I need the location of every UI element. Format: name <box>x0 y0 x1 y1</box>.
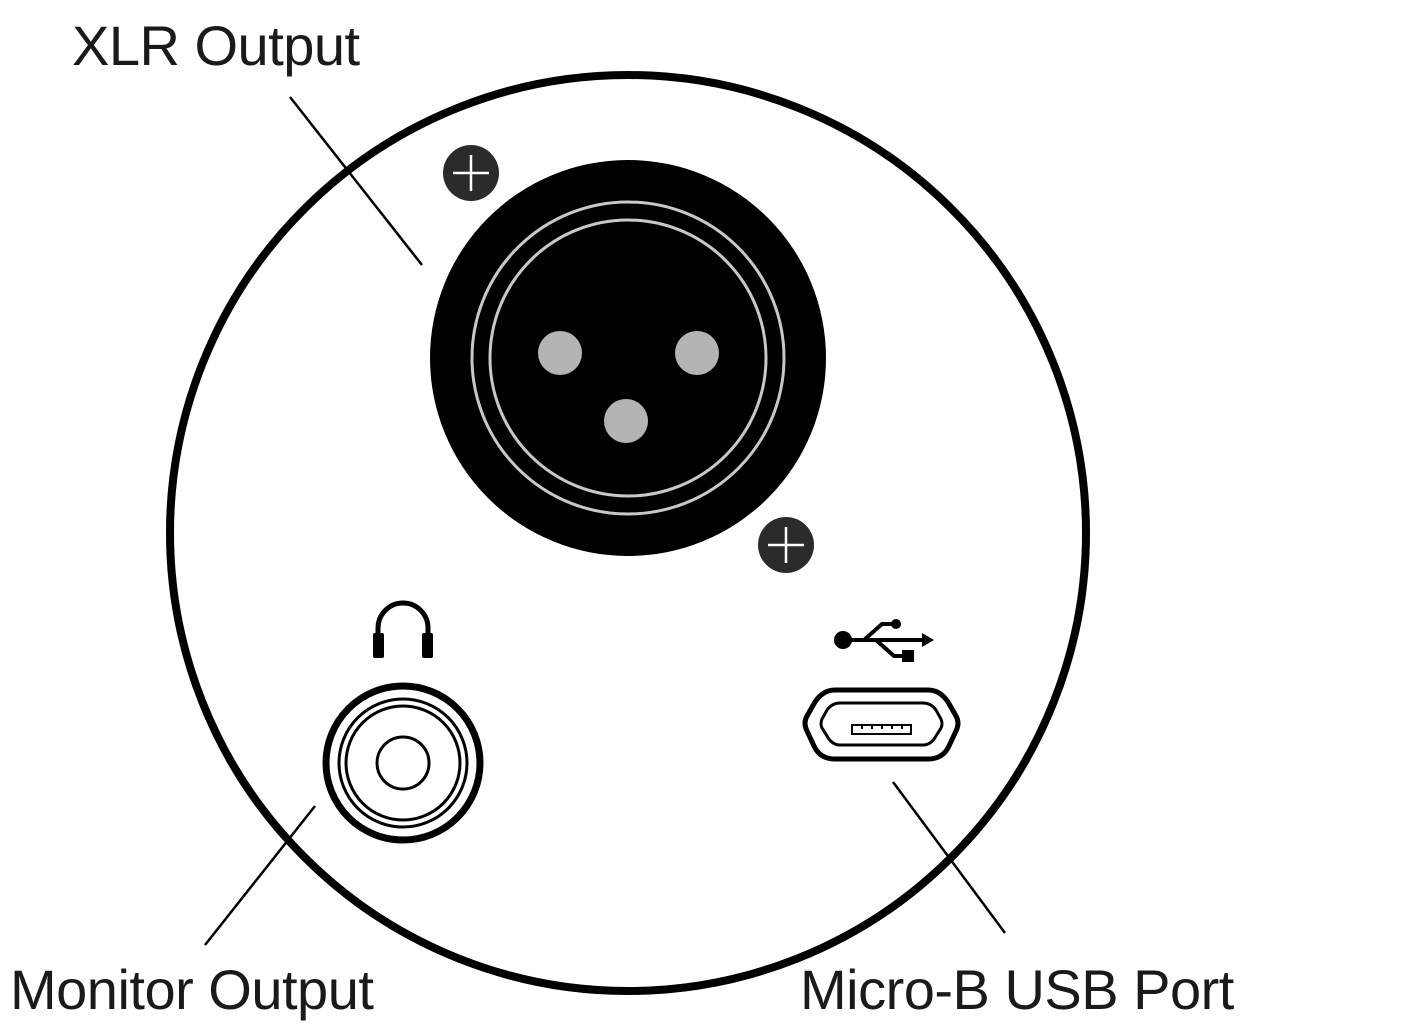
monitor-leader-line <box>204 805 316 946</box>
xlr-pin-1 <box>538 331 582 375</box>
xlr-pin-2 <box>675 331 719 375</box>
xlr-output-label: XLR Output <box>72 14 360 77</box>
headphones-icon <box>373 600 433 658</box>
usb-icon <box>834 619 934 662</box>
usb-port <box>802 687 961 762</box>
screw-icon <box>443 145 499 201</box>
screw-icon <box>758 517 814 573</box>
xlr-leader-line <box>289 96 423 266</box>
xlr-connector <box>430 160 826 556</box>
monitor-output-label: Monitor Output <box>10 958 374 1021</box>
usb-port-label: Micro-B USB Port <box>800 958 1234 1021</box>
xlr-pin-3 <box>604 399 648 443</box>
usb-leader-line <box>891 781 1007 934</box>
monitor-jack <box>322 682 484 844</box>
